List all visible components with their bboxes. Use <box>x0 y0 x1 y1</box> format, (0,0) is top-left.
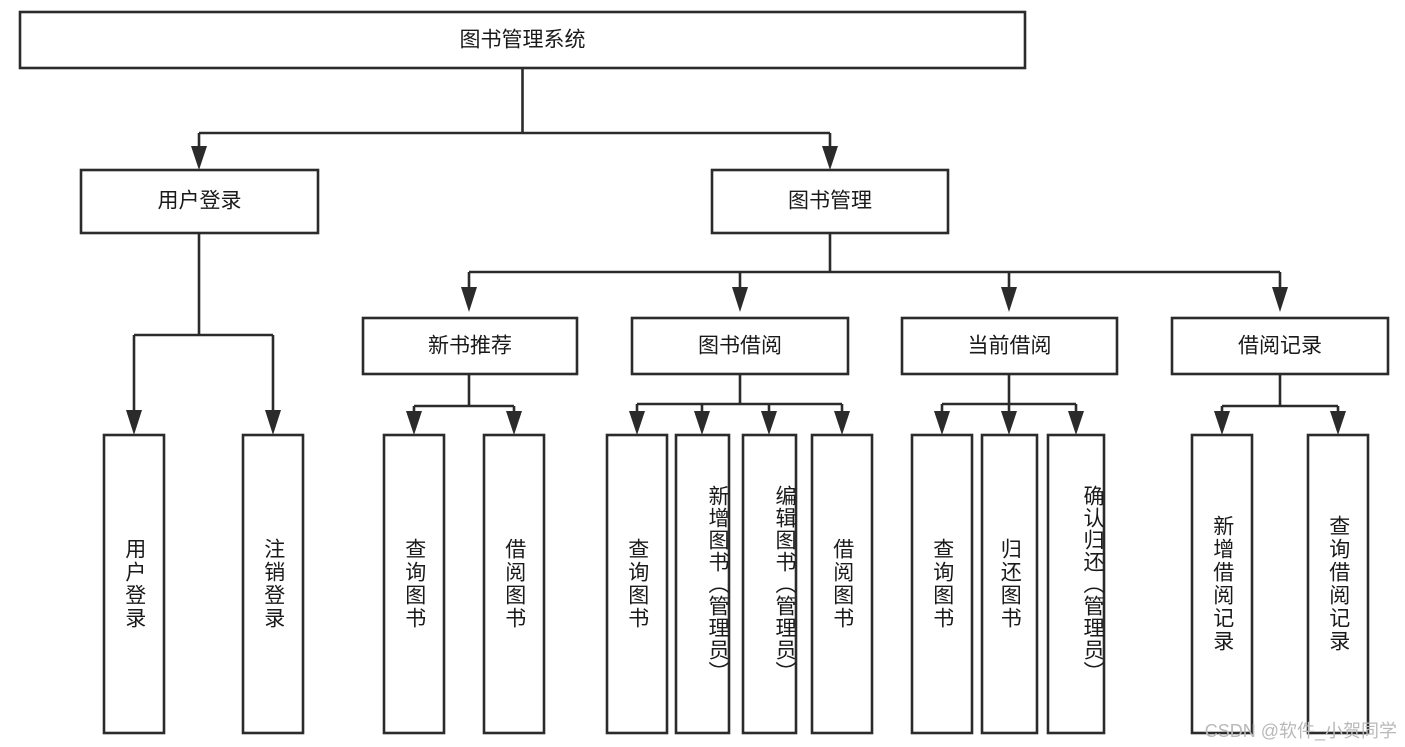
node-root[interactable]: 图书管理系统 <box>18 10 1027 70</box>
node-user-login-box[interactable] <box>79 168 320 235</box>
node-leaf-add-book-box[interactable] <box>674 433 731 735</box>
node-book-borrow-label: 图书借阅 <box>698 335 782 358</box>
node-user-login[interactable]: 用户登录 <box>79 168 320 235</box>
arrow-head-leaf-edit-book <box>761 411 777 435</box>
node-leaf-user-login-box[interactable] <box>102 433 166 735</box>
arrow-head-leaf-add-record <box>1214 411 1230 435</box>
arrow-head-leaf-logout <box>265 410 281 435</box>
node-leaf-confirm-return-box[interactable] <box>1046 433 1106 735</box>
node-user-login-label: 用户登录 <box>158 190 242 213</box>
arrow-head-new-book-rec <box>461 287 477 312</box>
arrow-head-book-borrow <box>732 287 748 312</box>
connector-layer <box>126 68 1346 435</box>
node-leaf-add-record-box[interactable] <box>1190 433 1254 735</box>
node-new-book-rec-label: 新书推荐 <box>428 335 512 358</box>
node-book-manage-box[interactable] <box>710 168 950 235</box>
node-book-manage-label: 图书管理 <box>788 190 872 213</box>
arrow-head-leaf-user-login <box>126 410 142 435</box>
arrow-head-leaf-return-book <box>1001 411 1017 435</box>
node-current-borrow[interactable]: 当前借阅 <box>900 316 1119 376</box>
node-current-borrow-box[interactable] <box>900 316 1119 376</box>
node-leaf-rec-query-box[interactable] <box>382 433 446 735</box>
arrow-head-book-manage <box>822 146 838 170</box>
node-book-borrow-box[interactable] <box>630 316 850 376</box>
node-leaf-cur-query-box[interactable] <box>910 433 974 735</box>
node-borrow-record-box[interactable] <box>1170 316 1390 376</box>
arrow-head-leaf-borrow-query <box>629 411 645 435</box>
csdn-watermark: CSDN @软件_小贺同学 <box>1204 721 1397 741</box>
node-new-book-rec-box[interactable] <box>361 316 579 376</box>
arrow-head-user-login <box>191 146 207 170</box>
node-current-borrow-label: 当前借阅 <box>968 335 1052 358</box>
node-leaf-edit-book-box[interactable] <box>741 433 798 735</box>
node-new-book-rec[interactable]: 新书推荐 <box>361 316 579 376</box>
arrow-head-leaf-query-record <box>1330 411 1346 435</box>
node-leaf-borrow-book-box[interactable] <box>810 433 874 735</box>
arrow-head-leaf-confirm-return <box>1068 411 1084 435</box>
arrow-head-leaf-borrow-book <box>834 411 850 435</box>
node-leaf-return-book-box[interactable] <box>980 433 1039 735</box>
node-book-manage[interactable]: 图书管理 <box>710 168 950 235</box>
node-leaf-rec-borrow-box[interactable] <box>482 433 546 735</box>
node-book-borrow[interactable]: 图书借阅 <box>630 316 850 376</box>
node-leaf-logout-box[interactable] <box>241 433 305 735</box>
node-root-label: 图书管理系统 <box>460 29 586 52</box>
node-borrow-record-label: 借阅记录 <box>1238 335 1322 358</box>
node-borrow-record[interactable]: 借阅记录 <box>1170 316 1390 376</box>
arrow-head-leaf-rec-borrow <box>506 411 522 435</box>
arrow-head-leaf-rec-query <box>406 411 422 435</box>
node-leaf-query-record-box[interactable] <box>1306 433 1370 735</box>
arrow-head-leaf-cur-query <box>934 411 950 435</box>
node-layer: 图书管理系统 用户登录 图书管理 新书推荐 图书借阅 <box>18 10 1390 735</box>
arrow-head-borrow-record <box>1272 287 1288 312</box>
node-root-box[interactable] <box>18 10 1027 70</box>
arrow-head-current-borrow <box>1001 287 1017 312</box>
node-leaf-borrow-query-box[interactable] <box>605 433 669 735</box>
arrow-head-leaf-add-book <box>694 411 710 435</box>
